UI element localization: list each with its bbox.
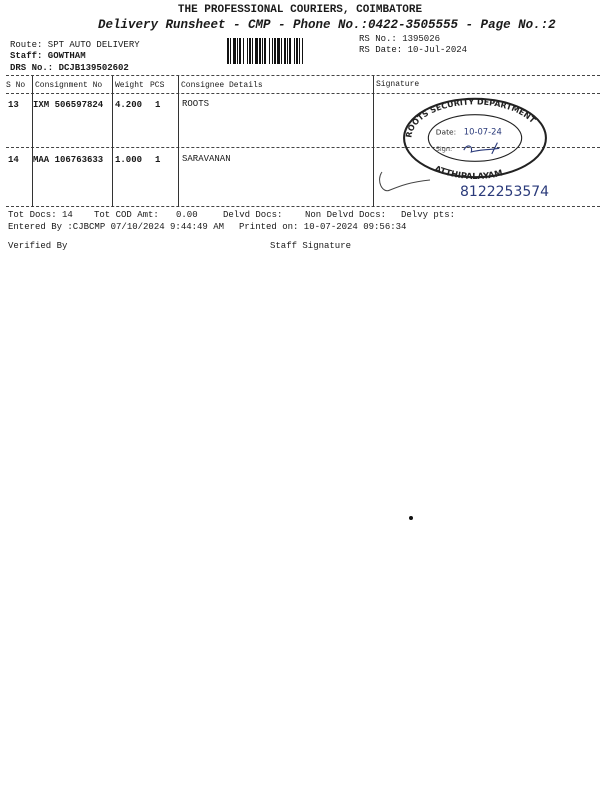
barcode-bar — [281, 38, 282, 64]
runsheet-subtitle: Delivery Runsheet - CMP - Phone No.:0422… — [98, 18, 556, 32]
divider — [6, 75, 600, 76]
barcode-bar — [230, 38, 231, 64]
barcode-bar — [299, 38, 300, 64]
row-consignee: SARAVANAN — [182, 154, 231, 164]
row-consignment: IXM 506597824 — [33, 100, 104, 110]
barcode — [227, 38, 353, 64]
staff-signature: Staff Signature — [270, 241, 352, 251]
col-header-sno: S No — [6, 81, 26, 90]
divider — [6, 206, 600, 207]
drs-number: DRS No.: DCJB139502602 — [10, 63, 129, 73]
barcode-bar — [252, 38, 253, 64]
barcode-bar — [274, 38, 276, 64]
row-weight: 4.200 — [115, 100, 143, 110]
barcode-bar — [237, 38, 238, 64]
entered-by: Entered By :CJBCMP 07/10/2024 9:44:49 AM — [8, 222, 225, 232]
divider — [6, 93, 600, 94]
col-header-consignee: Consignee Details — [181, 81, 263, 90]
signature-scribble — [379, 171, 431, 192]
total-cod-label: Tot COD Amt: — [94, 210, 159, 220]
divider — [6, 147, 600, 148]
barcode-bar — [264, 38, 266, 64]
delivery-points: Delvy pts: — [401, 210, 456, 220]
stamp-sign-label: Sign: — [436, 145, 452, 153]
rs-date: RS Date: 10-Jul-2024 — [359, 45, 468, 55]
barcode-bar — [262, 38, 263, 64]
barcode-bar — [296, 38, 298, 64]
barcode-bar — [287, 38, 288, 64]
stamp-date-label: Date: — [436, 127, 456, 136]
handwritten-phone: 8122253574 — [460, 184, 550, 200]
barcode-bar — [249, 38, 251, 64]
verified-by: Verified By — [8, 241, 68, 251]
barcode-bar — [302, 38, 303, 64]
barcode-bar — [227, 38, 229, 64]
column-divider — [178, 76, 179, 207]
row-weight: 1.000 — [115, 155, 143, 165]
stamp-bottom-text: ATTHIPALAYAM — [433, 163, 503, 180]
printed-on: Printed on: 10-07-2024 09:56:34 — [239, 222, 407, 232]
column-divider — [32, 76, 33, 207]
delivered-docs: Delvd Docs: — [223, 210, 283, 220]
company-title: THE PROFESSIONAL COURIERS, COIMBATORE — [177, 4, 423, 16]
column-divider — [373, 76, 374, 207]
col-header-signature: Signature — [376, 80, 420, 89]
svg-text:ATTHIPALAYAM: ATTHIPALAYAM — [433, 163, 503, 180]
total-docs: Tot Docs: 14 — [8, 210, 73, 220]
barcode-bar — [243, 38, 244, 64]
rs-number: RS No.: 1395026 — [359, 34, 441, 44]
barcode-bar — [255, 38, 258, 64]
security-stamp: ROOTS SECURITY DEPARTMENT ATTHIPALAYAM D… — [403, 97, 547, 180]
row-pcs: 1 — [155, 100, 161, 110]
barcode-bar — [247, 38, 248, 64]
barcode-bar — [239, 38, 241, 64]
col-header-weight: Weight — [115, 81, 144, 90]
speck — [409, 516, 413, 520]
row-sno: 14 — [8, 155, 19, 165]
row-consignment: MAA 106763633 — [33, 155, 104, 165]
column-divider — [112, 76, 113, 207]
handwritten-signature — [463, 142, 500, 155]
total-cod-value: 0.00 — [176, 210, 198, 220]
barcode-bar — [233, 38, 236, 64]
row-consignee: ROOTS — [182, 99, 210, 109]
stamp-date-value: 10-07-24 — [464, 126, 502, 136]
row-pcs: 1 — [155, 155, 161, 165]
barcode-gap — [303, 38, 306, 64]
staff-label: Staff: GOWTHAM — [10, 51, 86, 61]
barcode-bar — [284, 38, 286, 64]
col-header-consignment: Consignment No — [35, 81, 103, 90]
barcode-bar — [269, 38, 270, 64]
row-sno: 13 — [8, 100, 19, 110]
barcode-bar — [259, 38, 261, 64]
barcode-bar — [289, 38, 291, 64]
barcode-bar — [272, 38, 273, 64]
barcode-bar — [277, 38, 280, 64]
barcode-bar — [294, 38, 295, 64]
non-delivered-docs: Non Delvd Docs: — [305, 210, 387, 220]
route-label: Route: SPT AUTO DELIVERY — [10, 40, 140, 50]
col-header-pcs: PCS — [150, 81, 165, 90]
